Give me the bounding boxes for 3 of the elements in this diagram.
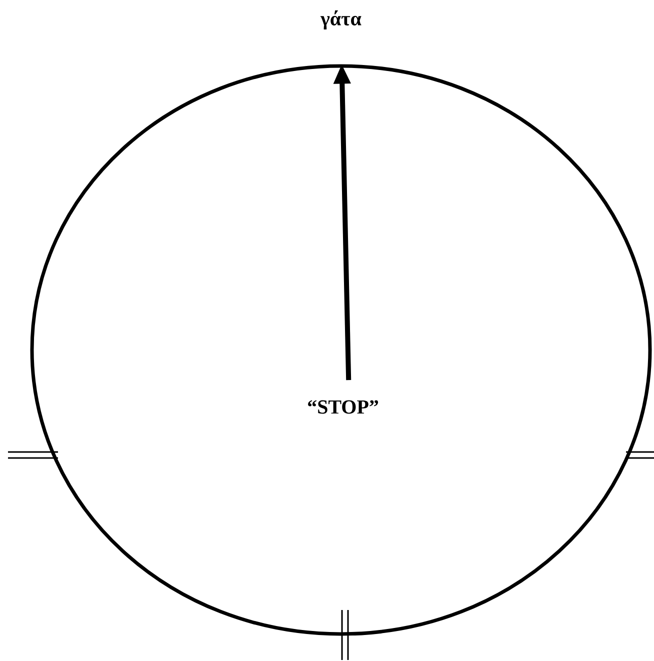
text-label: “STOP” bbox=[308, 400, 378, 414]
ellipse bbox=[30, 64, 652, 636]
text-label: γάτα bbox=[320, 10, 362, 30]
